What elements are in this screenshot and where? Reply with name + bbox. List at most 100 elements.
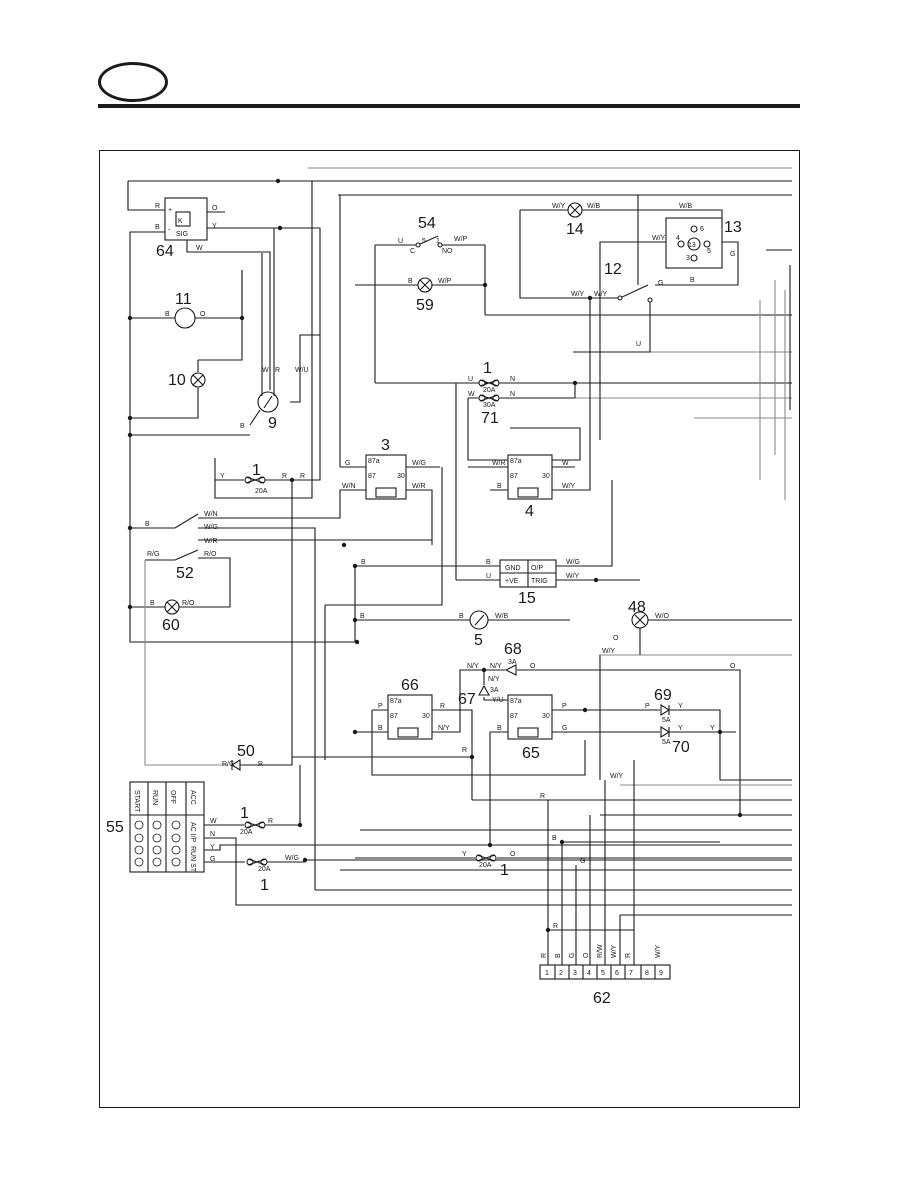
svg-text:48: 48 <box>628 599 646 616</box>
svg-text:B: B <box>155 224 160 231</box>
connector-62-pin: 3 <box>573 970 577 977</box>
component-55: START RUN OFF ACC AC I/P RUN ST 55 W N Y… <box>106 781 792 906</box>
fuse-71: 71 30A W N <box>467 391 581 461</box>
connector-62-wire-label: G <box>569 953 576 958</box>
svg-text:5A: 5A <box>662 739 671 746</box>
svg-text:1: 1 <box>240 805 249 822</box>
svg-text:W/R: W/R <box>492 460 506 467</box>
svg-text:65: 65 <box>522 745 540 762</box>
svg-text:87a: 87a <box>510 458 522 465</box>
svg-text:B: B <box>150 600 155 607</box>
svg-text:30: 30 <box>542 713 550 720</box>
component-12: 12 W/Y W/Y G U <box>571 195 663 353</box>
svg-text:P: P <box>645 703 650 710</box>
svg-text:13: 13 <box>724 219 742 236</box>
connector-62-pin: 4 <box>587 970 591 977</box>
component-5: 5 B B W/B <box>324 467 570 760</box>
svg-text:1: 1 <box>436 238 440 245</box>
fuse-1-bottom-b: 1 20A W/G <box>246 855 792 894</box>
svg-text:+: + <box>168 207 172 214</box>
svg-text:G: G <box>730 251 735 258</box>
svg-text:1: 1 <box>483 360 492 377</box>
svg-text:68: 68 <box>504 641 522 658</box>
svg-text:W/Y: W/Y <box>566 573 580 580</box>
svg-text:30: 30 <box>397 473 405 480</box>
svg-text:W/Y: W/Y <box>571 291 585 298</box>
svg-text:OFF: OFF <box>169 790 176 804</box>
svg-text:O: O <box>530 663 536 670</box>
svg-text:W: W <box>196 245 203 252</box>
connector-62-wire-label: B <box>555 953 562 958</box>
svg-text:14: 14 <box>566 221 584 238</box>
svg-text:R/G: R/G <box>222 761 234 768</box>
svg-text:P: P <box>562 703 567 710</box>
svg-text:R/O: R/O <box>182 600 195 607</box>
svg-text:87a: 87a <box>368 458 380 465</box>
header-rule <box>98 104 800 108</box>
svg-text:W/R: W/R <box>412 483 426 490</box>
svg-text:3A: 3A <box>508 659 517 666</box>
svg-text:U: U <box>398 238 403 245</box>
svg-text:RUN: RUN <box>151 790 158 805</box>
svg-text:87: 87 <box>368 473 376 480</box>
svg-text:87a: 87a <box>390 698 402 705</box>
svg-text:20A: 20A <box>258 866 271 873</box>
svg-text:20A: 20A <box>483 387 496 394</box>
svg-text:U: U <box>486 573 491 580</box>
svg-text:54: 54 <box>418 215 436 232</box>
svg-text:87: 87 <box>390 713 398 720</box>
svg-text:W/Y: W/Y <box>594 291 608 298</box>
component-59: 59 B W/P <box>355 277 485 314</box>
svg-text:20A: 20A <box>479 862 492 869</box>
svg-text:9: 9 <box>268 415 277 432</box>
svg-text:62: 62 <box>593 990 611 1007</box>
svg-text:R: R <box>553 923 558 930</box>
svg-text:NO: NO <box>442 248 453 255</box>
svg-text:70: 70 <box>672 739 690 756</box>
svg-text:C: C <box>410 248 415 255</box>
svg-text:W/Y: W/Y <box>602 648 616 655</box>
svg-text:Y: Y <box>710 725 715 732</box>
svg-text:ACC: ACC <box>189 790 196 805</box>
svg-text:W/G: W/G <box>566 559 580 566</box>
relay-3: 87a 87 30 3 G W/G W/N W/R <box>339 195 440 545</box>
component-54: 54 U C 5 1 NO W/P <box>374 215 486 383</box>
svg-text:G: G <box>210 856 215 863</box>
relay-66: 87a 87 30 66 P B R N/Y <box>355 669 586 800</box>
svg-text:11: 11 <box>175 291 192 308</box>
component-52: 52 B W/N W/G W/R R/G R/O <box>129 435 432 890</box>
svg-text:R/O: R/O <box>204 551 217 558</box>
svg-text:B: B <box>497 483 502 490</box>
svg-text:W: W <box>562 460 569 467</box>
connector-62-wire-label: O <box>583 952 590 958</box>
component-14: 14 W/Y W/B W/B <box>519 202 723 299</box>
svg-text:4: 4 <box>525 503 534 520</box>
svg-text:W/B: W/B <box>495 613 509 620</box>
svg-text:20A: 20A <box>255 488 268 495</box>
svg-text:W/P: W/P <box>438 278 452 285</box>
svg-text:B: B <box>552 835 557 842</box>
svg-text:W/Y: W/Y <box>610 773 624 780</box>
svg-text:R: R <box>268 818 273 825</box>
svg-text:30: 30 <box>542 473 550 480</box>
diode-50: 50 R/G R R <box>144 480 470 771</box>
svg-text:O: O <box>212 205 218 212</box>
svg-text:W/G: W/G <box>412 460 426 467</box>
svg-text:N: N <box>510 376 515 383</box>
svg-text:W/B: W/B <box>679 203 693 210</box>
connector-62-pin: 9 <box>659 970 663 977</box>
component-64: K SIG + - 64 R B O Y W <box>129 197 321 481</box>
svg-text:87: 87 <box>510 473 518 480</box>
svg-text:B: B <box>486 559 491 566</box>
svg-text:R: R <box>462 747 467 754</box>
svg-text:W: W <box>210 818 217 825</box>
diode-68: 68 3A N/Y N/Y O O <box>467 641 741 815</box>
svg-text:W/N: W/N <box>204 511 218 518</box>
svg-text:50: 50 <box>237 743 255 760</box>
fuse-1-bottom-a: 1 20A R <box>240 765 301 836</box>
svg-text:R: R <box>275 367 280 374</box>
svg-text:N/Y: N/Y <box>490 663 502 670</box>
svg-text:B: B <box>165 311 170 318</box>
svg-text:12: 12 <box>604 261 622 278</box>
